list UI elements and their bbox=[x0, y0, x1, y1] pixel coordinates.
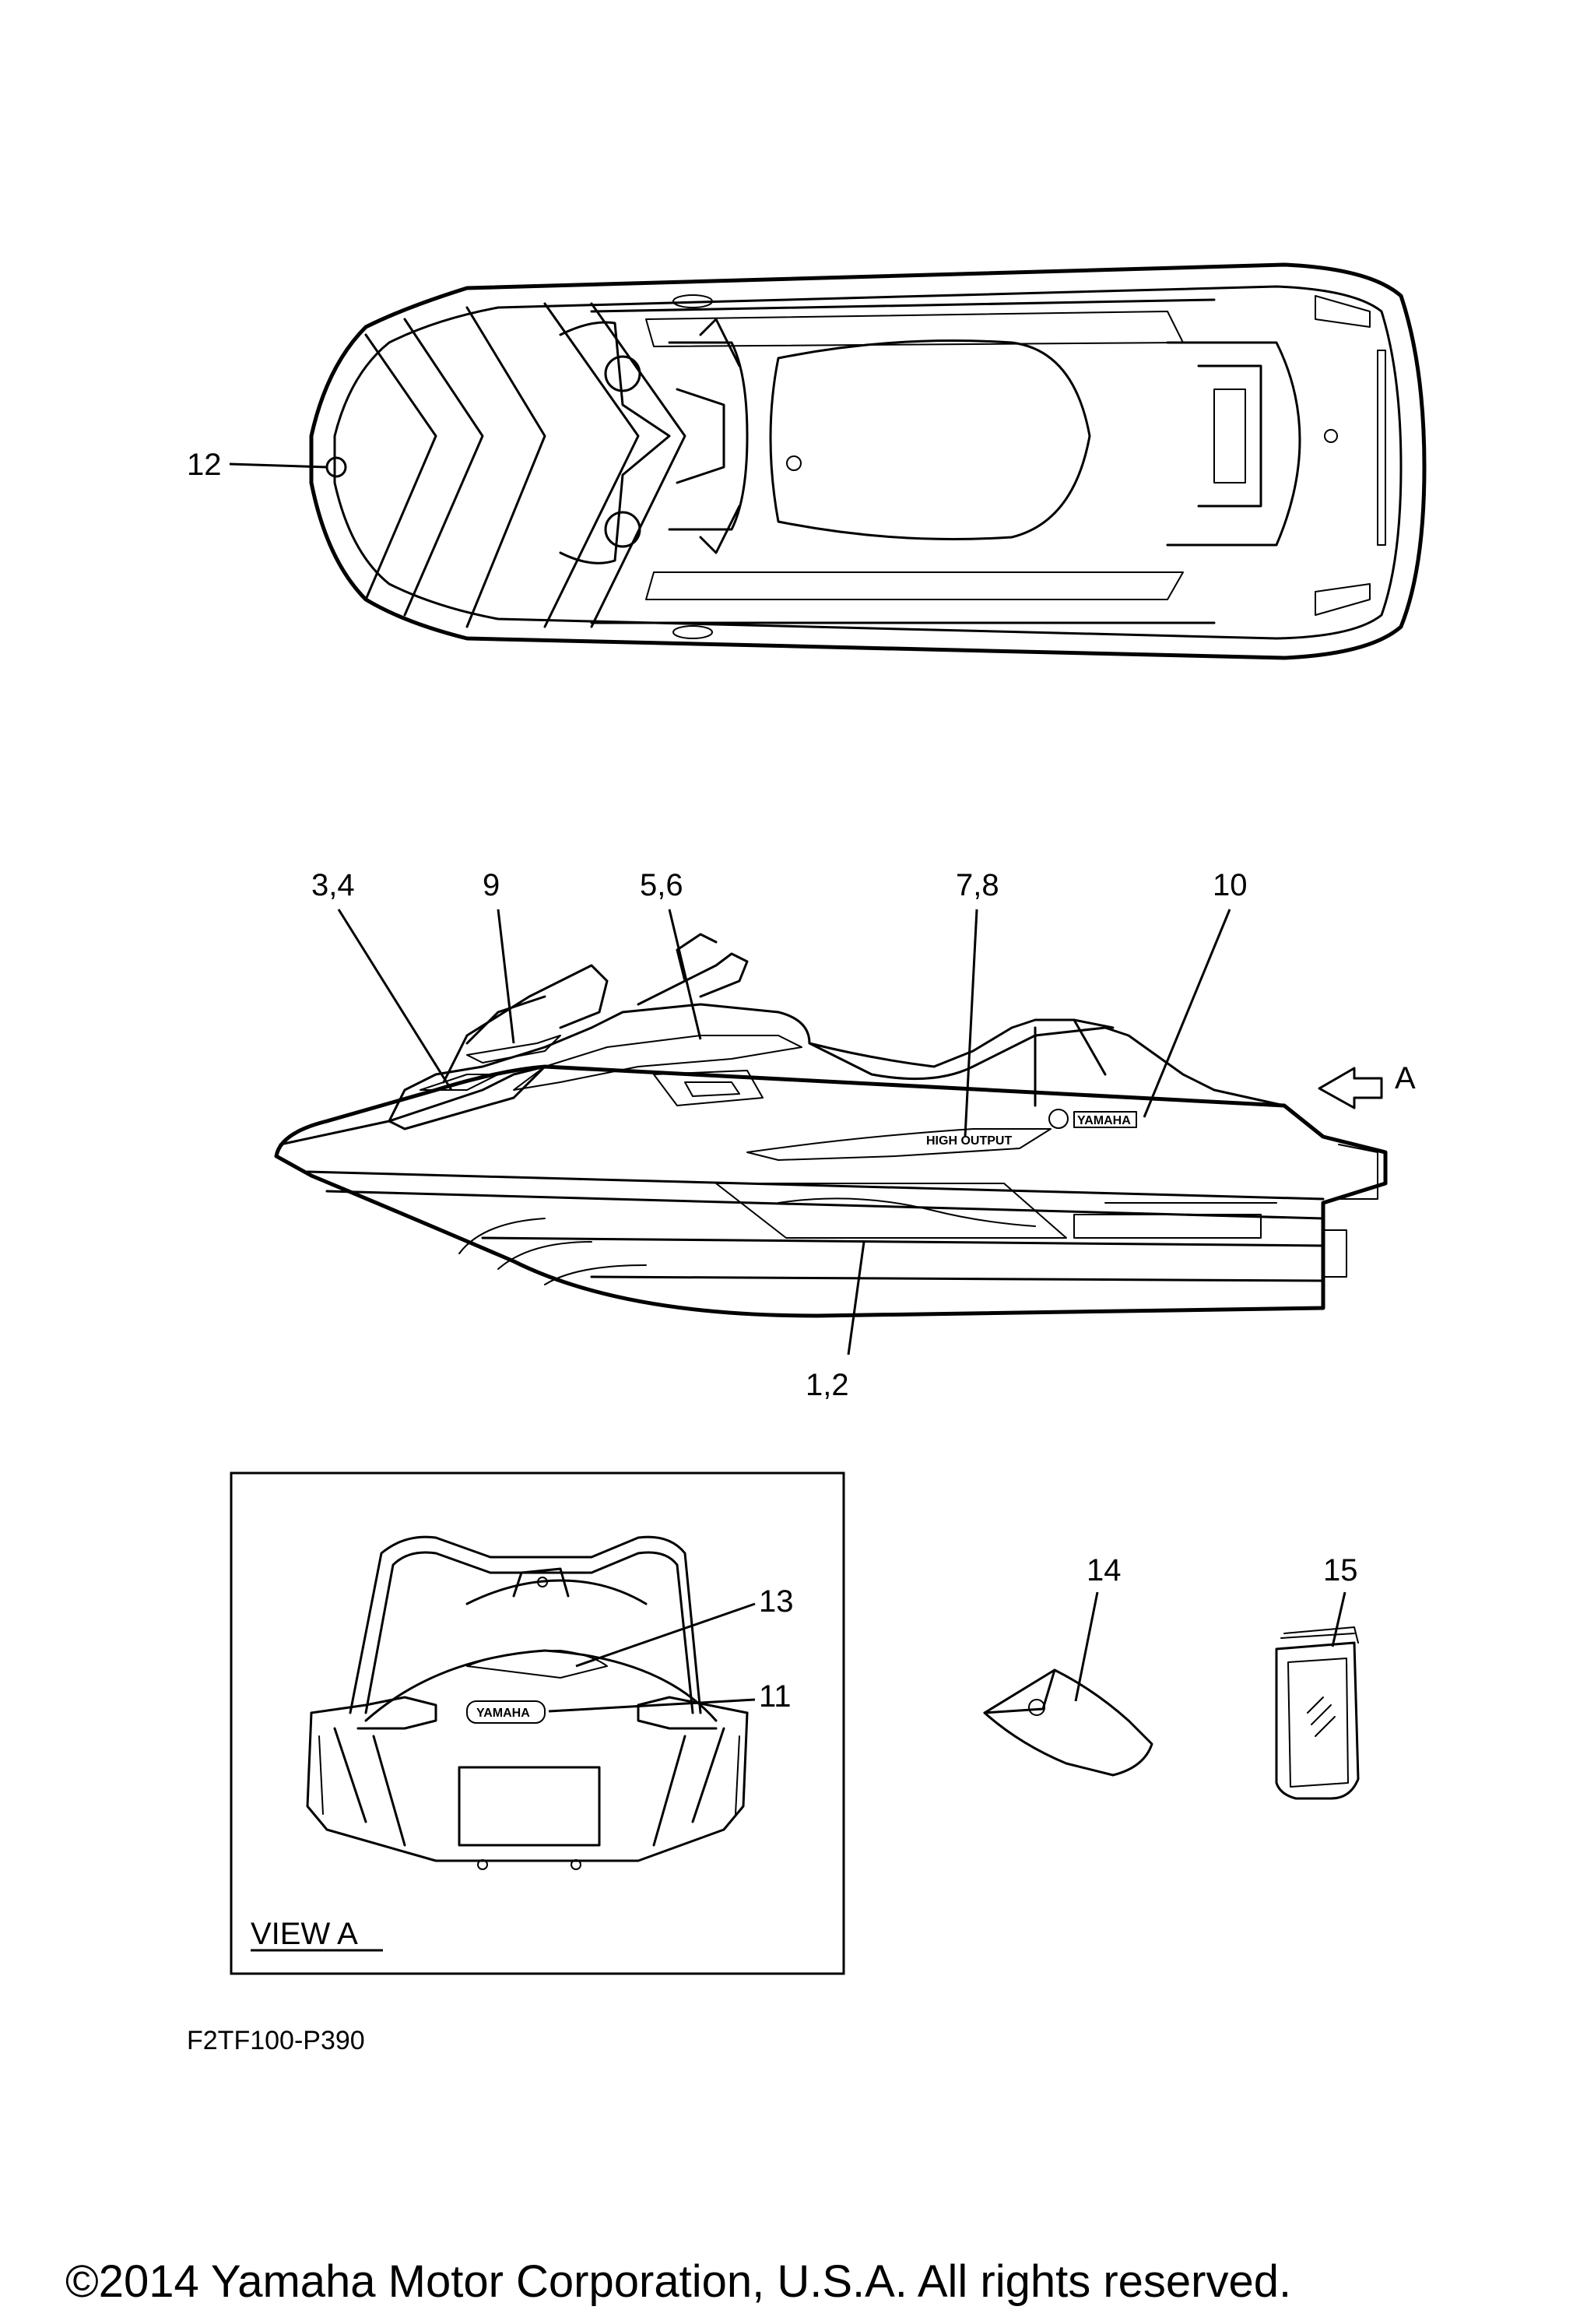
leader-13 bbox=[575, 1602, 756, 1668]
leader-9 bbox=[497, 909, 515, 1044]
callout-a: A bbox=[1395, 1061, 1416, 1095]
rear-decal-13 bbox=[466, 1650, 608, 1679]
top-view-watercraft bbox=[309, 262, 1427, 660]
leader-78 bbox=[964, 909, 978, 1137]
view-a-label: VIEW A bbox=[251, 1917, 358, 1951]
callout-78: 7,8 bbox=[956, 868, 999, 902]
view-direction-arrow-icon bbox=[1318, 1067, 1383, 1109]
callout-10: 10 bbox=[1213, 868, 1248, 902]
copyright-notice: ©2014 Yamaha Motor Corporation, U.S.A. A… bbox=[65, 2256, 1291, 2307]
callout-1-2: 1,2 bbox=[806, 1368, 849, 1402]
callout-34: 3,4 bbox=[311, 868, 355, 902]
high-output-decal-text: HIGH OUTPUT bbox=[926, 1134, 1012, 1148]
decal-12-marker bbox=[325, 456, 347, 478]
leader-15 bbox=[1331, 1591, 1346, 1647]
diagram-code: F2TF100-P390 bbox=[187, 2026, 365, 2055]
callout-13: 13 bbox=[759, 1584, 794, 1619]
side-view-watercraft: HIGH OUTPUT YAMAHA bbox=[274, 933, 1388, 1318]
callout-11: 11 bbox=[759, 1679, 792, 1714]
leader-34 bbox=[337, 909, 453, 1091]
leader-14 bbox=[1074, 1591, 1099, 1702]
leader-12-hull bbox=[847, 1241, 865, 1355]
decal-12-hull bbox=[715, 1183, 1067, 1239]
decal-56 bbox=[513, 1035, 802, 1091]
callout-56: 5,6 bbox=[640, 868, 683, 902]
callout-9: 9 bbox=[483, 868, 500, 902]
rear-yamaha-logo: YAMAHA bbox=[476, 1707, 530, 1720]
leader-10 bbox=[1143, 909, 1231, 1118]
leader-56 bbox=[668, 909, 702, 1040]
decal-78 bbox=[746, 1128, 1052, 1161]
decal-sheet-icon bbox=[1275, 1626, 1360, 1800]
view-a-frame bbox=[230, 1471, 845, 1975]
callout-12: 12 bbox=[187, 448, 222, 482]
decal-9 bbox=[466, 1035, 561, 1064]
decal-10 bbox=[1073, 1111, 1137, 1128]
side-yamaha-logo: YAMAHA bbox=[1077, 1114, 1131, 1127]
leader-12 bbox=[229, 462, 328, 469]
callout-14: 14 bbox=[1087, 1553, 1122, 1587]
callout-15: 15 bbox=[1323, 1553, 1358, 1587]
manual-bag-icon bbox=[983, 1668, 1153, 1777]
leader-11 bbox=[548, 1698, 756, 1713]
rear-decal-11 bbox=[466, 1700, 546, 1724]
